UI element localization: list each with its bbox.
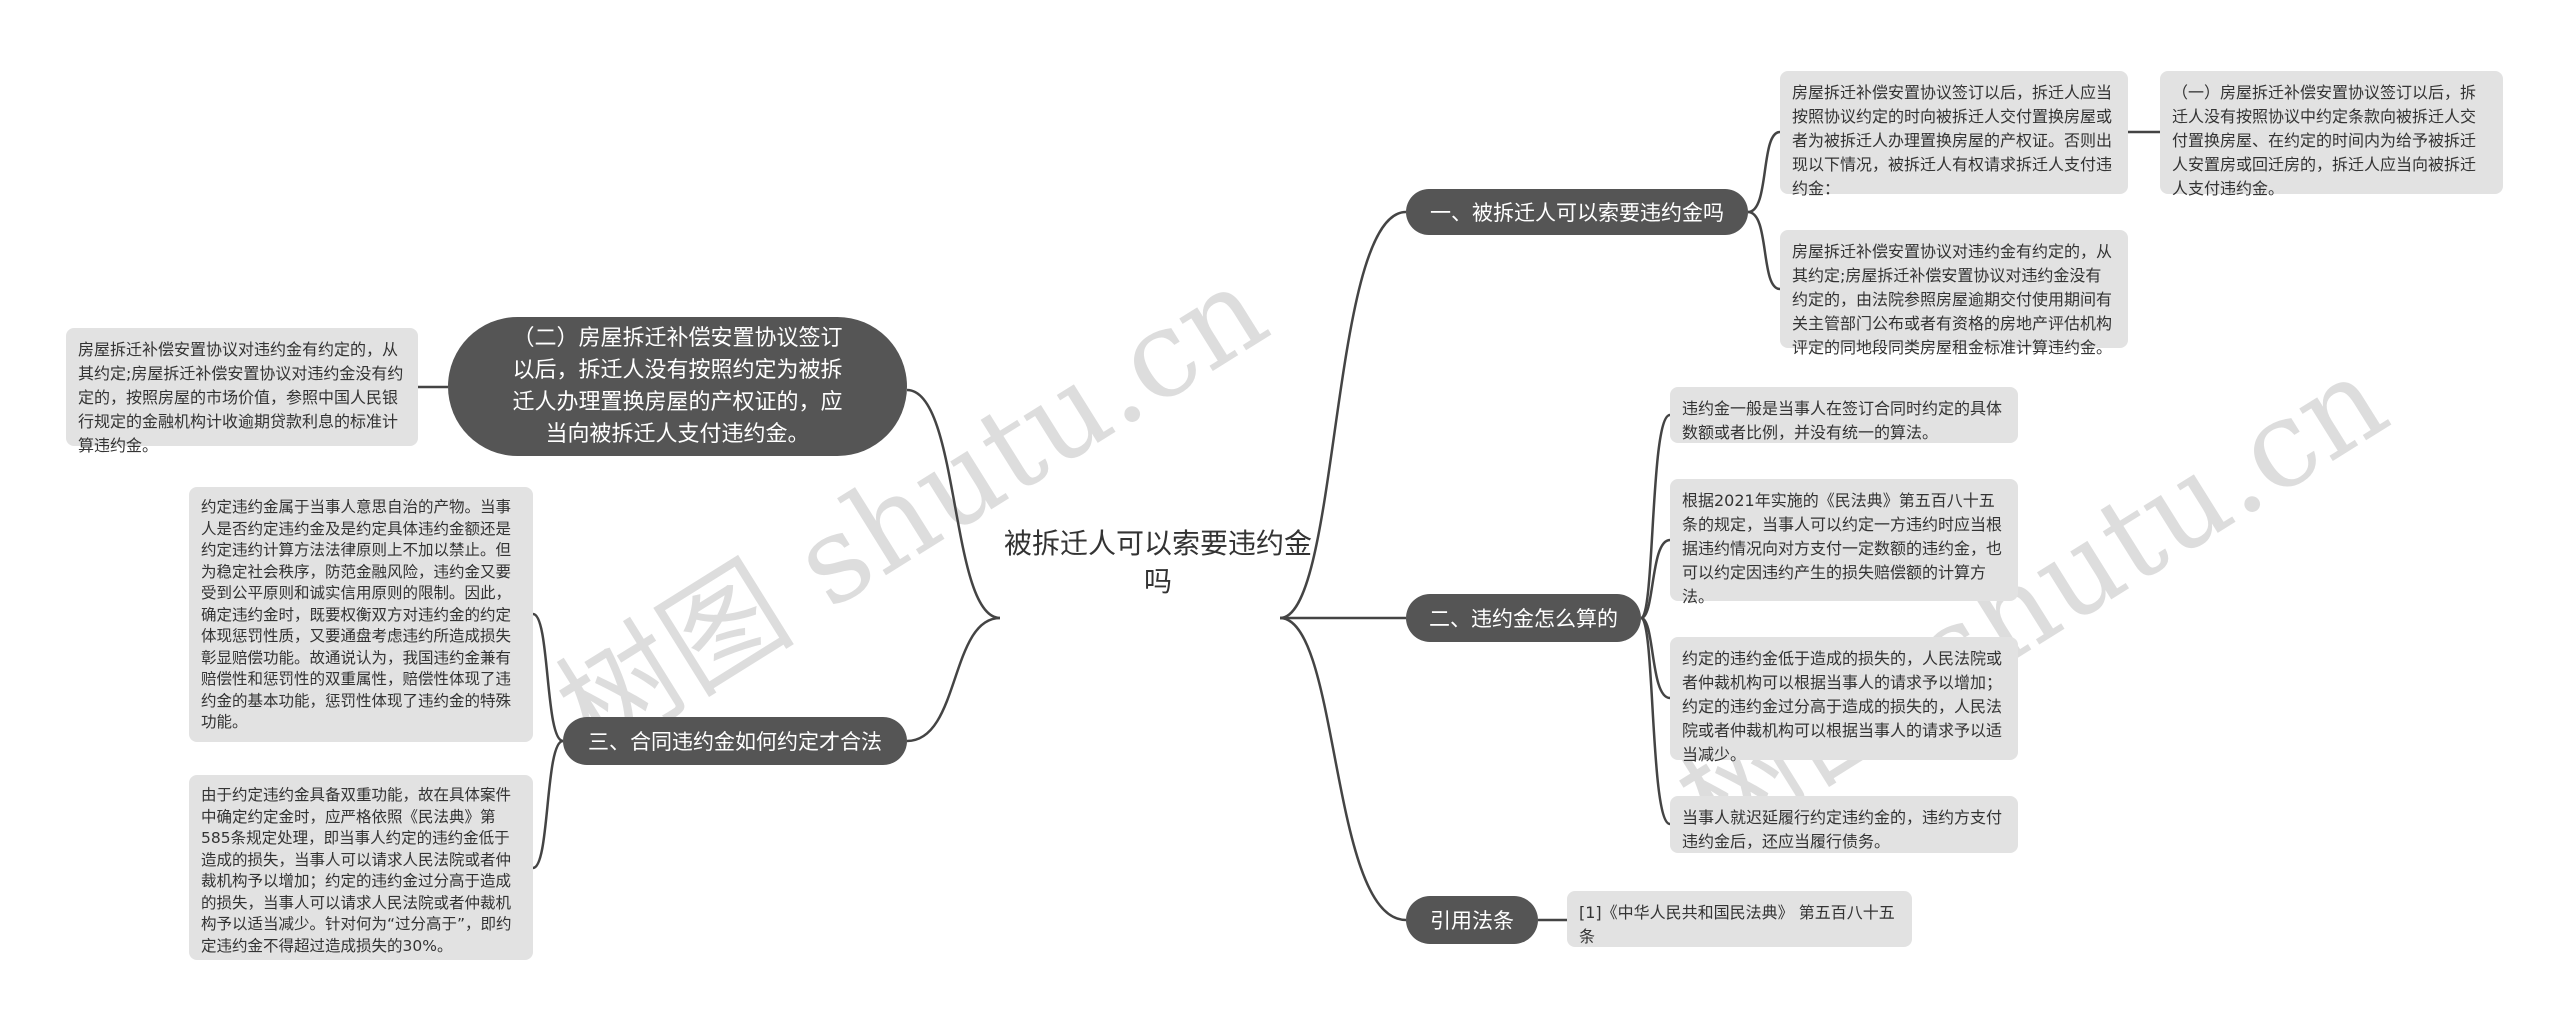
branch-1-box-c[interactable]: 房屋拆迁补偿安置协议对违约金有约定的，从其约定;房屋拆迁补偿安置协议对违约金没有… [1780,230,2128,357]
branch-3-item[interactable]: 由于约定违约金具备双重功能，故在具体案件中确定约定金时，应严格依照《民法典》第5… [189,775,533,960]
branch-1-box-a[interactable]: 房屋拆迁补偿安置协议签订以后，拆迁人应当按照协议约定的时向被拆迁人交付置换房屋或… [1780,71,2128,198]
branch-2-item[interactable]: 根据2021年实施的《民法典》第五百八十五条的规定，当事人可以约定一方违约时应当… [1670,479,2018,606]
branch-4-box[interactable]: [1]《中华人民共和国民法典》 第五百八十五条 [1567,891,1912,947]
branch-4-topic[interactable]: 引用法条 [1406,896,1538,944]
branch-3-topic[interactable]: 三、合同违约金如何约定才合法 [563,717,907,765]
branch-left-2-box[interactable]: 房屋拆迁补偿安置协议对违约金有约定的，从其约定;房屋拆迁补偿安置协议对违约金没有… [66,328,418,455]
branch-2-item[interactable]: 约定的违约金低于造成的损失的，人民法院或者仲裁机构可以根据当事人的请求予以增加；… [1670,637,2018,764]
branch-2-item[interactable]: 当事人就迟延履行约定违约金的，违约方支付违约金后，还应当履行债务。 [1670,796,2018,853]
branch-2-topic[interactable]: 二、违约金怎么算的 [1406,594,1641,642]
branch-3-item[interactable]: 约定违约金属于当事人意思自治的产物。当事人是否约定违约金及是约定具体违约金额还是… [189,487,533,742]
branch-1-box-a-child[interactable]: （一）房屋拆迁补偿安置协议签订以后，拆迁人没有按照协议中约定条款向被拆迁人交付置… [2160,71,2503,198]
central-topic[interactable]: 被拆迁人可以索要违约金吗 [1003,527,1312,598]
branch-2-item[interactable]: 违约金一般是当事人在签订合同时约定的具体数额或者比例，并没有统一的算法。 [1670,387,2018,443]
branch-1-topic[interactable]: 一、被拆迁人可以索要违约金吗 [1406,189,1748,235]
branch-left-2-topic[interactable]: （二）房屋拆迁补偿安置协议签订以后，拆迁人没有按照约定为被拆迁人办理置换房屋的产… [448,317,907,456]
